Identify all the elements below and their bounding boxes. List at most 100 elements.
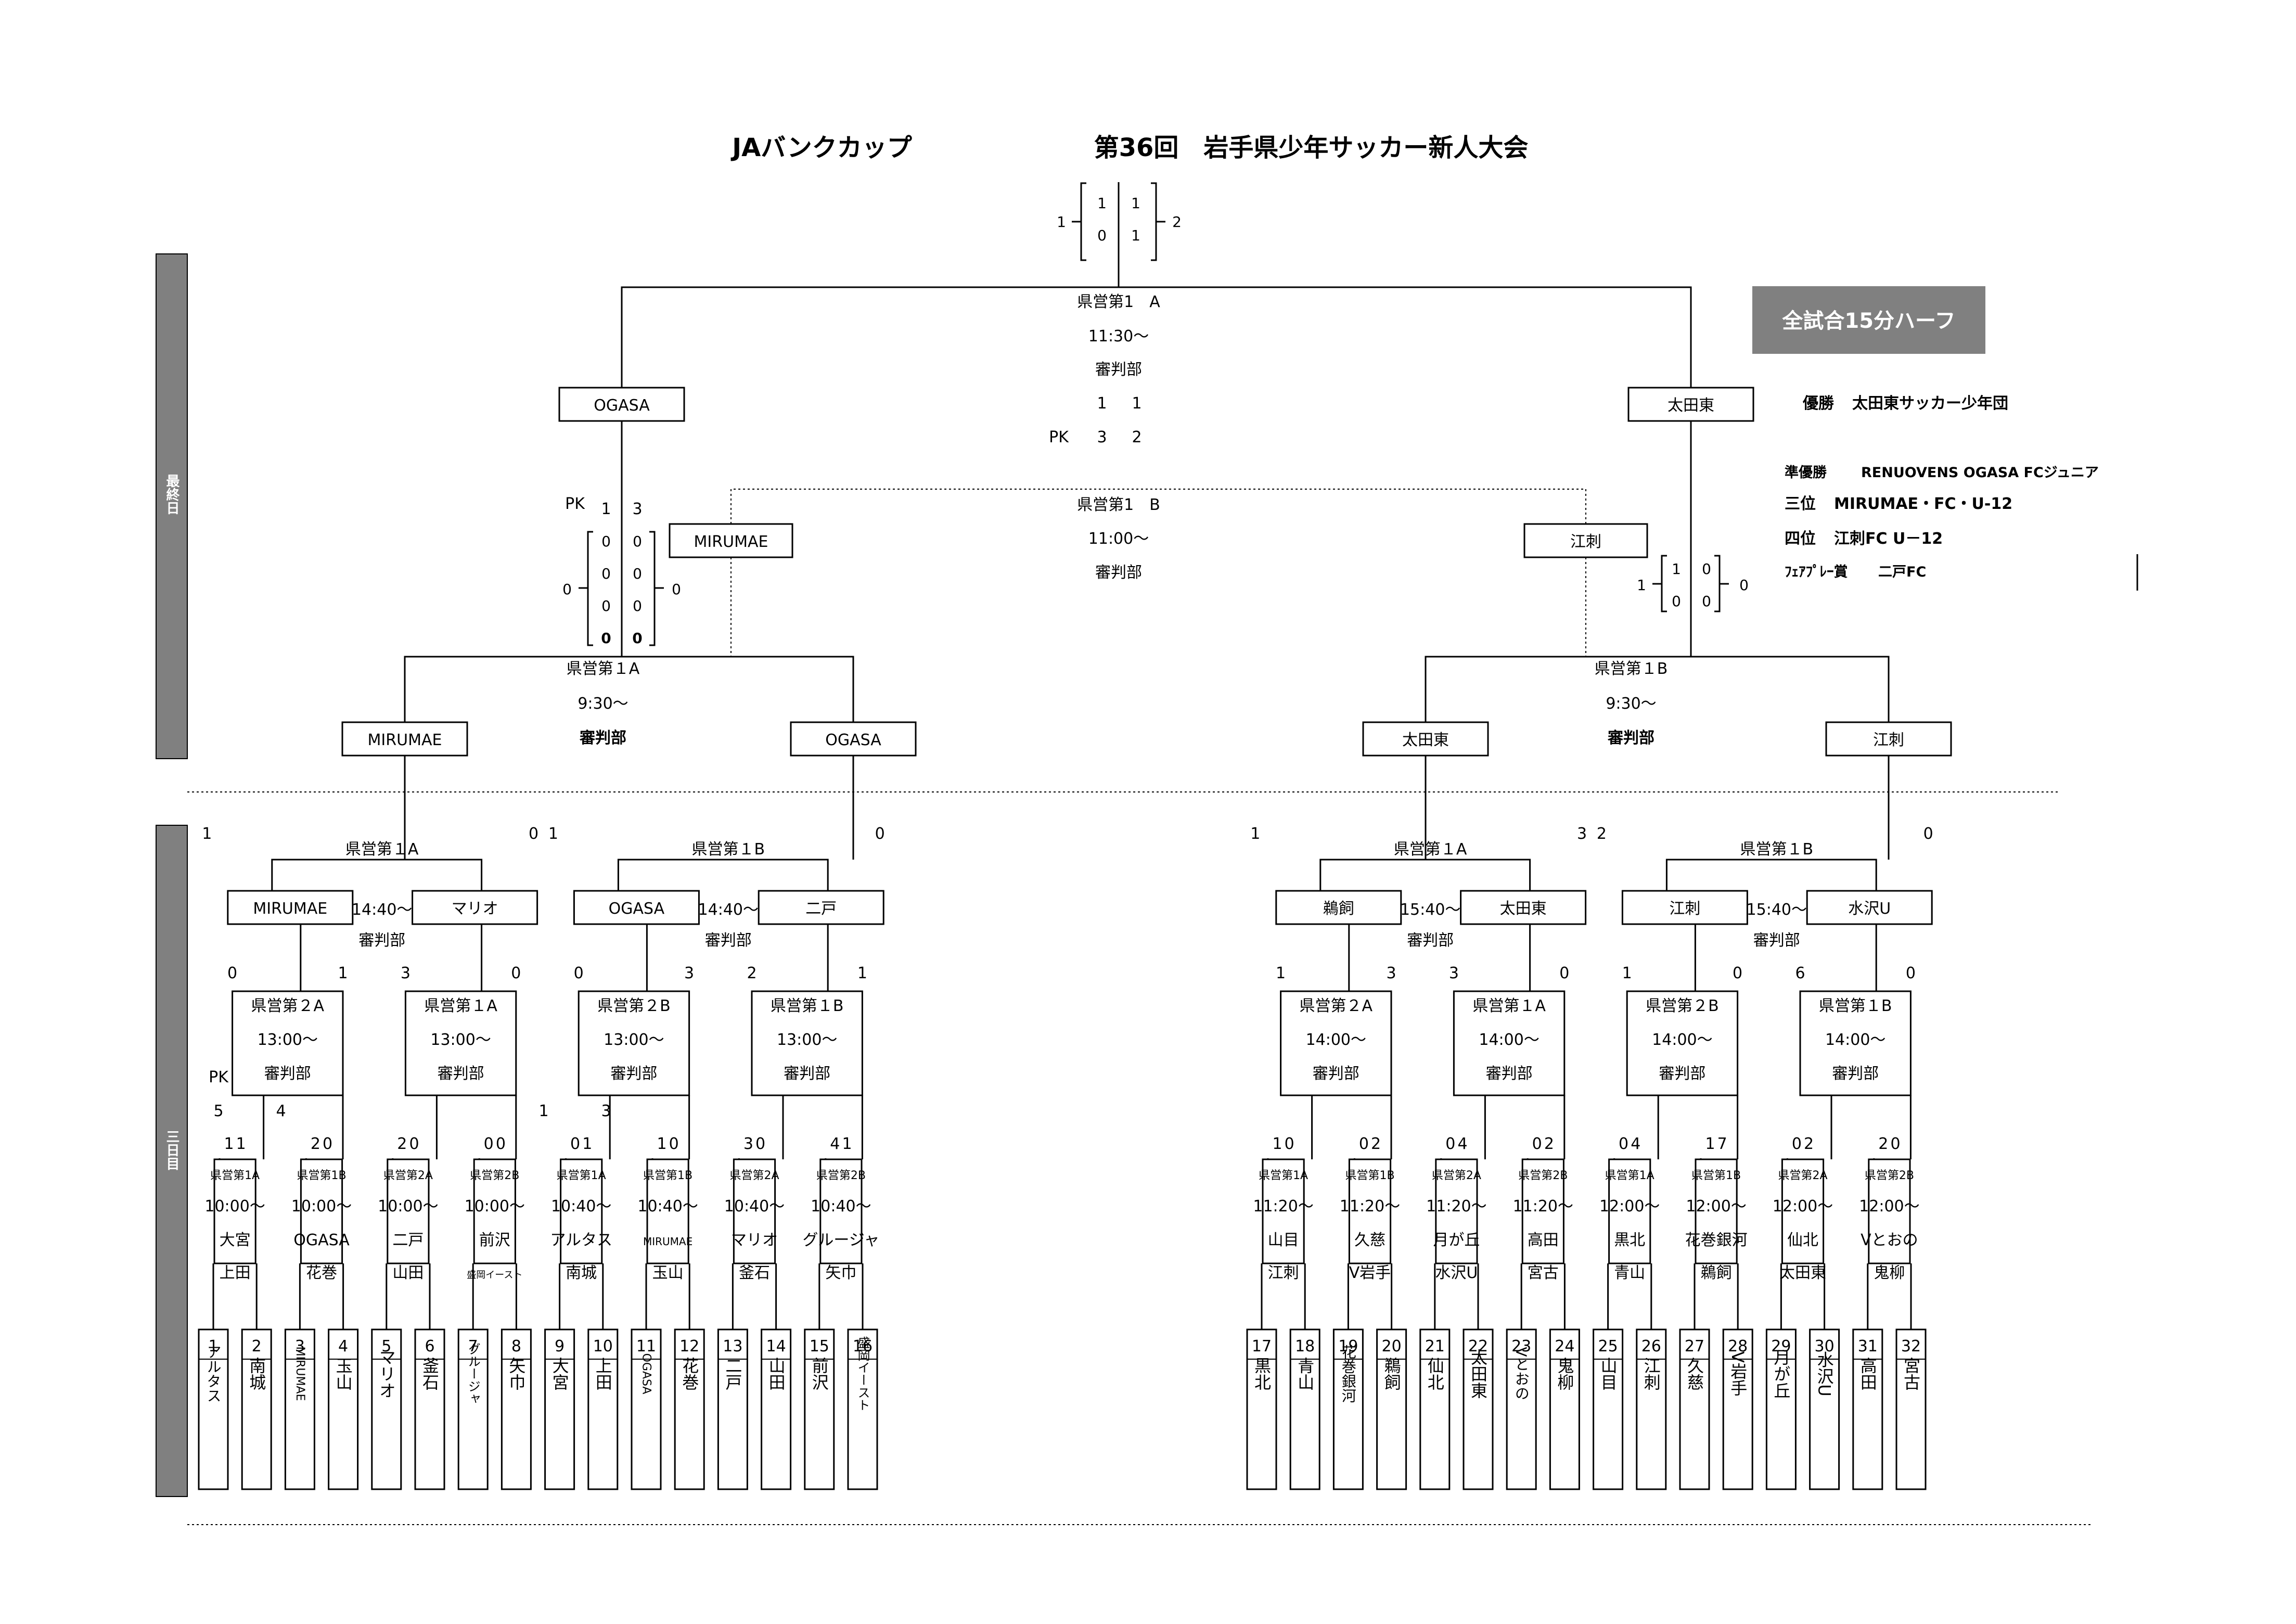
match-time: 10:00～ — [204, 1197, 265, 1216]
match-score: 1 — [657, 1135, 666, 1153]
final-day-label: 最終日 — [164, 474, 179, 515]
match-referee: 審判部 — [1659, 1065, 1705, 1083]
result-team: 二戸FC — [1878, 564, 1926, 580]
match-score: 1 — [1705, 1135, 1715, 1153]
pk-label: PK — [1049, 428, 1069, 446]
match-venue: 県営第１A — [567, 660, 640, 678]
match-time: 12:00～ — [1773, 1197, 1833, 1216]
result-rank: 準優勝 — [1785, 464, 1827, 481]
match-venue: 県営第2B — [816, 1169, 866, 1182]
results-list: 優勝 太田東サッカー少年団 準優勝 RENUOVENS OGASA FCジュニア… — [1785, 394, 2099, 580]
qf-team-box — [1806, 890, 1933, 925]
match-referee: 審判部 — [705, 931, 752, 950]
match-score: 0 — [409, 1135, 419, 1153]
round2-match-box — [1626, 990, 1739, 1096]
team-slot — [1506, 1328, 1537, 1490]
match-referee: 審判部 — [358, 931, 405, 950]
score-bracket — [649, 531, 656, 646]
bracket-line — [621, 286, 1692, 388]
qf-team-name: マリオ — [452, 900, 498, 918]
pk-label: PK — [209, 1068, 229, 1086]
score-value: 0 — [601, 630, 611, 647]
match-venue: 県営第1B — [1345, 1169, 1394, 1182]
team-number: 22 — [1468, 1337, 1488, 1356]
match-score: 0 — [484, 1135, 494, 1153]
team-name: MIRUMAE — [293, 1347, 306, 1401]
team-name: 青山 — [1295, 1357, 1315, 1390]
match-venue: 県営第2A — [1432, 1169, 1481, 1182]
result-team: 太田東サッカー少年団 — [1852, 394, 2008, 413]
match-score: 0 — [227, 964, 237, 982]
round1-match-box — [560, 1158, 603, 1264]
team-name: 鬼柳 — [1555, 1357, 1574, 1390]
match-score: 1 — [1276, 964, 1286, 982]
score-value: 0 — [632, 630, 642, 647]
bracket-line — [1319, 859, 1531, 891]
round1-match-box — [1608, 1158, 1651, 1264]
round1-match-box — [733, 1158, 776, 1264]
team-number: 17 — [1252, 1337, 1272, 1356]
team-number: 27 — [1685, 1337, 1704, 1356]
match-time: 14:00～ — [1306, 1031, 1366, 1049]
qf-team-box — [412, 890, 538, 925]
rule-badge — [1752, 286, 1985, 354]
round1-match-box — [1348, 1158, 1392, 1264]
team-number: 18 — [1295, 1337, 1315, 1356]
result-rank: ﾌｪｱﾌﾟﾚｰ賞 — [1785, 564, 1848, 580]
match-team: アルタス — [550, 1231, 612, 1249]
round1-match-box — [646, 1158, 689, 1264]
round2-match-box — [1453, 990, 1566, 1096]
team-slot — [328, 1328, 359, 1490]
qf-team-name: 二戸 — [805, 900, 837, 918]
match-score: 1 — [1272, 1135, 1282, 1153]
score-value: 0 — [601, 533, 611, 550]
match-venue: 県営第１B — [692, 840, 765, 859]
match-time: 13:00～ — [777, 1031, 837, 1049]
team-slot — [544, 1328, 575, 1490]
match-referee: 審判部 — [1095, 564, 1142, 582]
match-venue: 県営第2A — [1778, 1169, 1827, 1182]
team-slot — [847, 1328, 878, 1490]
match-time: 12:00～ — [1686, 1197, 1746, 1216]
match-team: 月が丘 — [1433, 1231, 1480, 1249]
round1-match-box — [1695, 1158, 1738, 1264]
team-slot — [1852, 1328, 1883, 1490]
pk-score: 4 — [276, 1102, 286, 1120]
team-name: 久慈 — [1685, 1357, 1704, 1390]
match-time: 11:20～ — [1253, 1197, 1313, 1216]
match-team: 高田 — [1528, 1231, 1559, 1249]
pk-score: 1 — [601, 500, 611, 518]
score-value: 0 — [1097, 227, 1107, 244]
pk-score: 3 — [632, 500, 642, 518]
score-value: 1 — [1131, 227, 1140, 244]
pk-score: 5 — [213, 1102, 223, 1120]
team-name: 二戸 — [723, 1357, 742, 1390]
score-value: 0 — [1702, 560, 1711, 578]
team-name: 高田 — [1858, 1357, 1878, 1390]
match-score: 2 — [397, 1135, 407, 1153]
match-referee: 審判部 — [264, 1065, 311, 1083]
match-venue: 県営第２A — [1300, 997, 1373, 1015]
score-total: 1 — [1637, 577, 1646, 594]
match-team: 花巻 — [306, 1264, 337, 1282]
match-score: 3 — [1577, 825, 1587, 843]
round1-match-box — [819, 1158, 863, 1264]
match-score: 0 — [875, 825, 885, 843]
team-slot — [804, 1328, 835, 1490]
match-score: 3 — [684, 964, 694, 982]
match-score: 1 — [224, 1135, 234, 1153]
match-team: 鬼柳 — [1874, 1264, 1905, 1282]
team-number: 32 — [1901, 1337, 1921, 1356]
match-team: 青山 — [1614, 1264, 1645, 1282]
match-score: 2 — [1804, 1135, 1814, 1153]
match-score: 0 — [1733, 964, 1742, 982]
match-score: 0 — [574, 964, 584, 982]
match-venue: 県営第１A — [345, 840, 419, 859]
team-name: 釜石 — [420, 1357, 440, 1390]
qf-team-name: 水沢U — [1848, 900, 1891, 918]
result-rank: 三位 — [1785, 495, 1816, 513]
match-score: 3 — [1449, 964, 1459, 982]
team-name: 花巻 — [679, 1357, 699, 1390]
pk-score: 2 — [1132, 428, 1141, 446]
